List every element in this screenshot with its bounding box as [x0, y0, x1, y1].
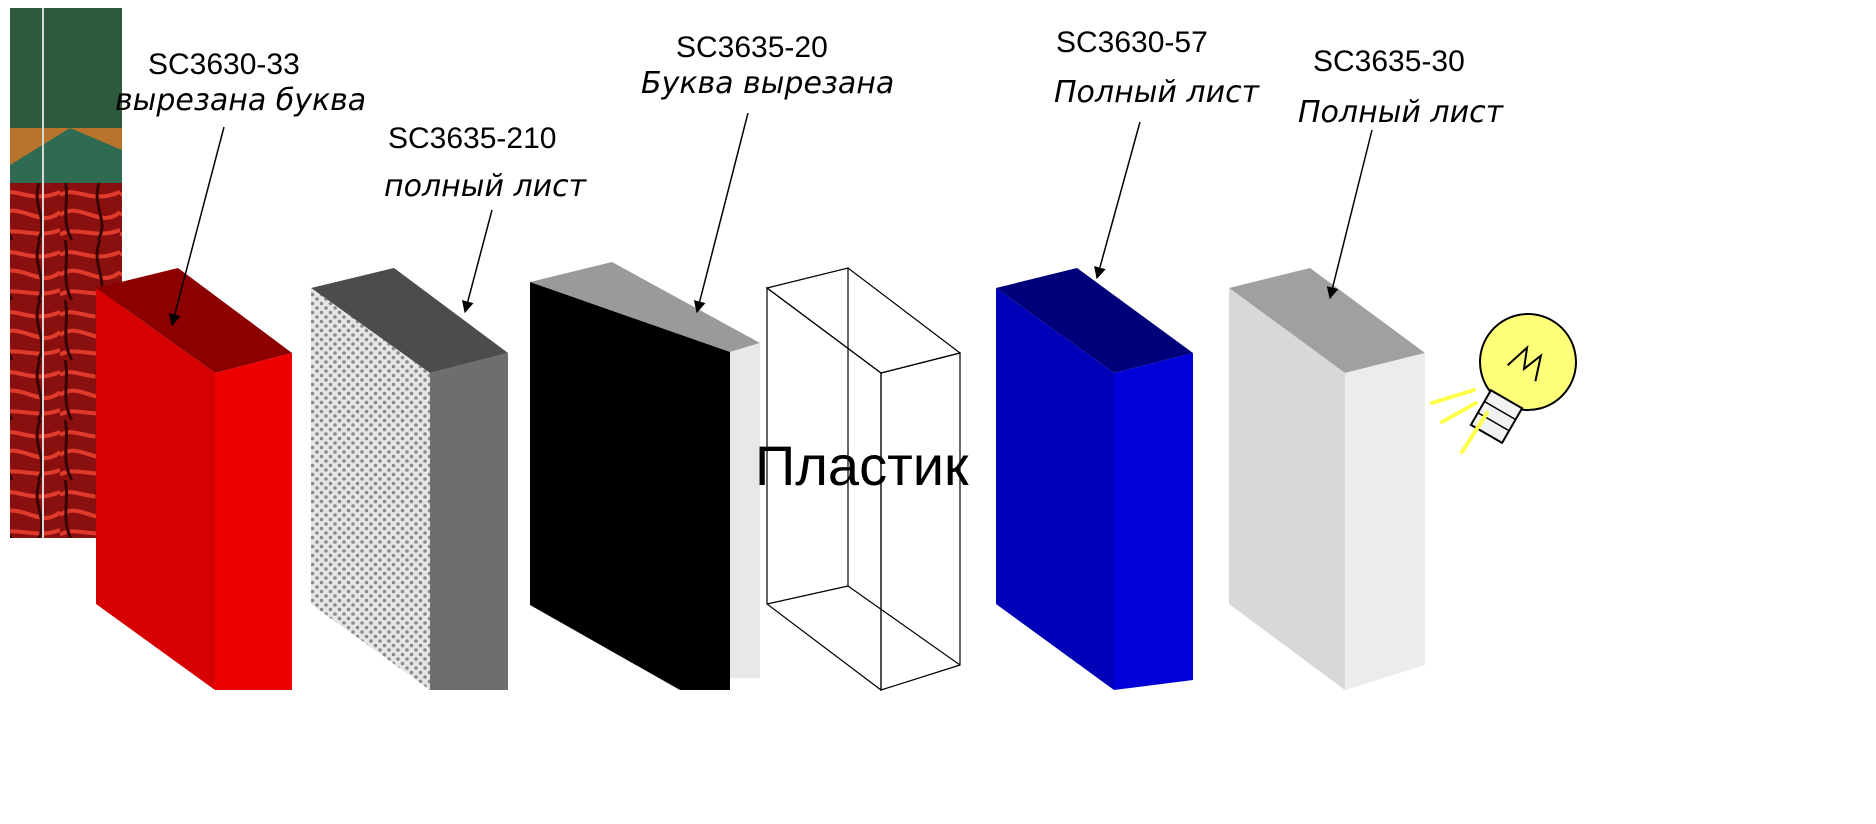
layer-code: SC3635-20 [676, 31, 828, 64]
layer-note: вырезана буква [115, 83, 366, 118]
layer-block-blue [996, 268, 1193, 690]
layer-block-black [530, 262, 760, 690]
plastic-wireframe-box [765, 267, 962, 692]
arrow-layer-3 [693, 112, 749, 314]
label-layer-1: SC3630-33 вырезана буква [115, 48, 366, 118]
arrow-layer-2 [461, 209, 493, 314]
label-layer-5: SC3635-30 Полный лист [1298, 45, 1505, 130]
arrow-layer-1 [168, 126, 225, 327]
layer-code: SC3630-57 [1056, 26, 1208, 59]
label-layer-2: SC3635-210 полный лист [384, 122, 588, 204]
plastic-label: Пластик [755, 434, 969, 497]
arrow-layer-4 [1094, 121, 1141, 280]
layer-block-dotted [311, 268, 508, 690]
layer-block-red [96, 268, 292, 690]
label-layer-4: SC3630-57 Полный лист [1054, 26, 1261, 110]
layer-note: Полный лист [1298, 95, 1505, 130]
label-layer-3: SC3635-20 Буква вырезана [641, 31, 894, 101]
layer-note: полный лист [384, 169, 588, 204]
layer-note: Полный лист [1054, 75, 1261, 110]
layer-note: Буква вырезана [641, 66, 894, 101]
layer-code: SC3635-210 [388, 122, 556, 155]
light-bulb-icon [1430, 313, 1577, 454]
layer-block-light [1229, 268, 1425, 690]
pointer-arrows [168, 112, 1373, 327]
layer-code: SC3635-30 [1313, 45, 1465, 78]
layer-code: SC3630-33 [148, 48, 300, 81]
arrow-layer-5 [1326, 129, 1373, 300]
